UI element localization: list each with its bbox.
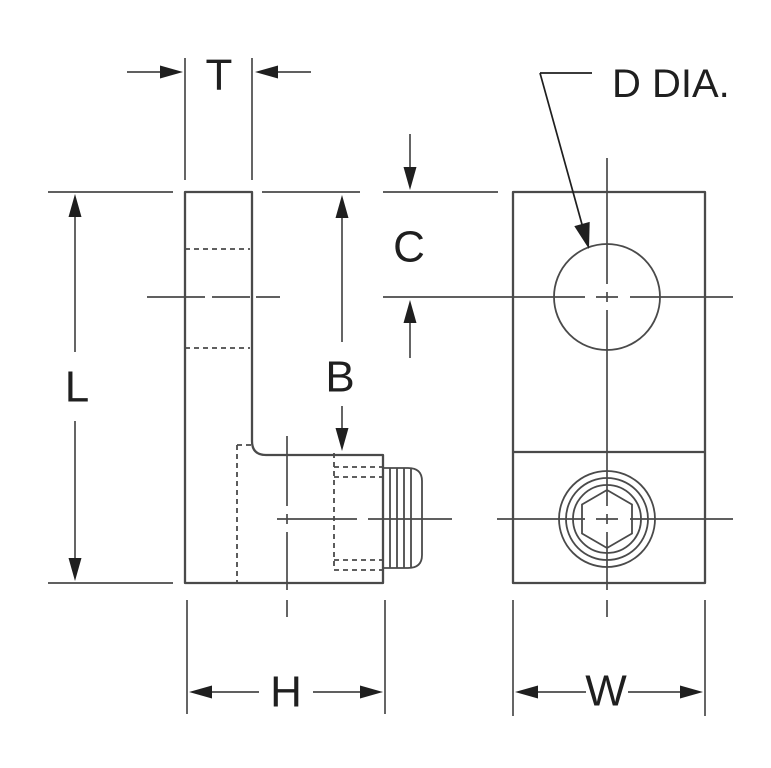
t-arrowhead-left (255, 65, 278, 79)
side-view-outline (183, 190, 385, 585)
d-dia-label: D DIA. (612, 62, 730, 106)
h-arrowhead-right (360, 685, 383, 699)
t-dim-label: T (206, 51, 233, 100)
dimension-w: W (512, 600, 706, 716)
front-view-outline (511, 190, 707, 585)
d-leader-arrowhead (574, 221, 590, 249)
h-arrowhead-left (189, 685, 212, 699)
t-arrowhead-right (160, 65, 183, 79)
side-view (147, 190, 452, 617)
w-arrowhead-right (680, 685, 703, 699)
l-arrowhead-down (68, 558, 82, 581)
b-arrowhead-down (335, 428, 349, 451)
b-dim-label: B (325, 353, 354, 402)
l-arrowhead-up (68, 194, 82, 217)
dimension-h: H (186, 600, 386, 717)
front-view (383, 158, 733, 617)
dimension-b: B (262, 191, 360, 451)
w-dim-label: W (585, 667, 627, 716)
l-dim-label: L (65, 363, 89, 412)
thread-boss-outline (383, 467, 423, 569)
c-arrowhead-up (403, 300, 417, 323)
c-arrowhead-down (403, 167, 417, 190)
b-arrowhead-up (335, 195, 349, 218)
w-arrowhead-left (515, 685, 538, 699)
callout-d-dia: D DIA. (539, 62, 730, 249)
dimension-t: T (127, 51, 311, 180)
h-dim-label: H (270, 668, 302, 717)
front-view-center-lines (383, 158, 733, 617)
c-dim-label: C (393, 223, 425, 272)
dimension-c: C (383, 134, 498, 358)
d-leader-line (539, 72, 584, 229)
dimension-l: L (48, 191, 173, 584)
side-view-center-lines (147, 296, 452, 617)
male-thread-boss (383, 467, 423, 569)
side-view-hidden-lines (185, 248, 383, 583)
